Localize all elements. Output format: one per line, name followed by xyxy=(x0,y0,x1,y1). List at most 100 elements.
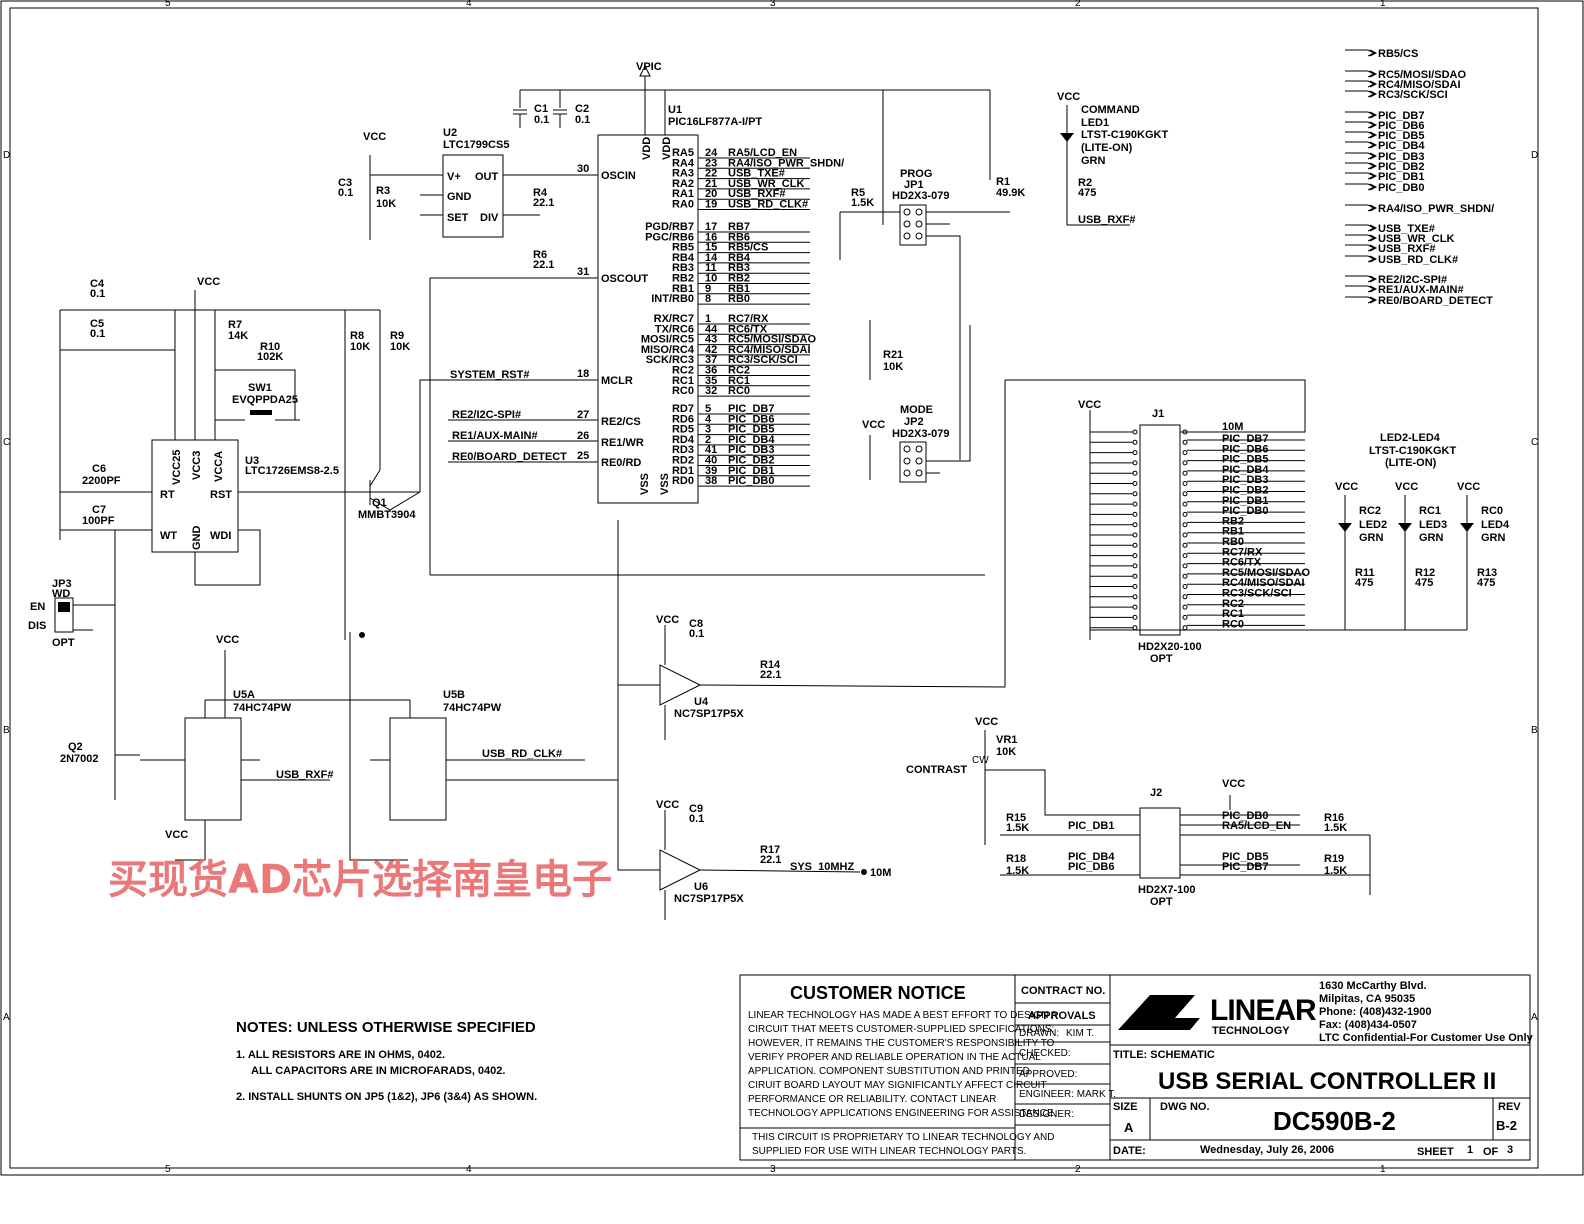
vpic-label: VPIC xyxy=(636,61,662,73)
j2-net-r1: RA5/LCD_EN xyxy=(1222,820,1291,832)
jp1-prog-header: PROG JP1 HD2X3-079 R5 1.5K xyxy=(839,168,1010,460)
u1-pin-left: RE0/RD xyxy=(601,457,641,469)
u1-pin-num: 23 xyxy=(705,157,717,169)
title-text: USB SERIAL CONTROLLER II xyxy=(1158,1068,1496,1095)
u1-net: USB_TXE# xyxy=(728,168,785,180)
u1-pin-right: RA3 xyxy=(672,168,694,180)
left-marker: D xyxy=(3,150,10,161)
dwg-value: DC590B-2 xyxy=(1273,1106,1396,1136)
c4-val: 0.1 xyxy=(90,288,105,300)
u1-pin-num: 38 xyxy=(705,475,717,487)
offpage-arrow-icon xyxy=(1345,141,1378,149)
u1-pin-num: 40 xyxy=(705,455,717,467)
offpage-label: USB_RD_CLK# xyxy=(1378,254,1458,266)
j1-net: PIC_DB2 xyxy=(1222,485,1268,497)
offpage-arrow-icon xyxy=(1345,204,1378,212)
u3-vcc: VCC xyxy=(197,276,220,288)
led-ref: LED4 xyxy=(1481,519,1510,531)
j1-pin-left xyxy=(1132,625,1138,631)
notice-line: TECHNOLOGY APPLICATIONS ENGINEERING FOR … xyxy=(748,1108,1056,1119)
u1-net: PIC_DB5 xyxy=(728,424,774,436)
u1-pin-num: 15 xyxy=(705,242,717,254)
c4-ref: C4 xyxy=(90,278,105,290)
r14-ref: R14 xyxy=(760,659,781,671)
notes-block: NOTES: UNLESS OTHERWISE SPECIFIED 1. ALL… xyxy=(236,1019,537,1103)
led-ref: LED3 xyxy=(1419,519,1447,531)
u3-ref: U3 xyxy=(245,455,259,467)
address-phone: Phone: (408)432-1900 xyxy=(1319,1006,1432,1018)
j1-net: RC1 xyxy=(1222,608,1244,620)
notes-title: NOTES: UNLESS OTHERWISE SPECIFIED xyxy=(236,1019,536,1036)
offpage-arrow-icon xyxy=(1345,172,1378,180)
bottom-marker: 2 xyxy=(1075,1164,1081,1175)
top-marker: 2 xyxy=(1075,0,1081,9)
offpage-label: PIC_DB2 xyxy=(1378,161,1424,173)
proprietary-line2: SUPPLIED FOR USE WITH LINEAR TECHNOLOGY … xyxy=(752,1146,1026,1157)
j1-pin-left xyxy=(1132,532,1138,538)
j1-pin-left xyxy=(1132,604,1138,610)
u1-pin-left: OSCIN xyxy=(601,170,636,182)
j1-net: RB0 xyxy=(1222,536,1244,548)
u1-pin-num: 32 xyxy=(705,385,717,397)
u1-pin-num: 10 xyxy=(705,273,717,285)
u1-ref: U1 xyxy=(668,104,682,116)
j1-pin-right xyxy=(1182,470,1188,476)
notice-line: CIRUIT BOARD LAYOUT MAY SIGNIFICANTLY AF… xyxy=(748,1080,1047,1091)
u1-net: RC5/MOSI/SDAO xyxy=(728,334,816,346)
u5b-flipflop: U5B 74HC74PW USB_RD_CLK# xyxy=(370,689,585,821)
j2-vcc: VCC xyxy=(1222,778,1245,790)
j1-pin-left xyxy=(1132,542,1138,548)
vr1-label: CONTRAST xyxy=(906,764,967,776)
offpage-arrow-icon xyxy=(1345,183,1378,191)
j2-net-r0: PIC_DB0 xyxy=(1222,810,1268,822)
led-resistor-ref: R11 xyxy=(1355,567,1375,579)
u1-net: RC1 xyxy=(728,375,750,387)
dwg-label: DWG NO. xyxy=(1160,1101,1210,1113)
led-resistor-val: 475 xyxy=(1415,577,1433,589)
led-ref: LED2 xyxy=(1359,519,1387,531)
r9-ref: R9 xyxy=(390,330,404,342)
r4-val: 22.1 xyxy=(533,197,554,209)
u1-pin-right: RB1 xyxy=(672,283,694,295)
j1-pin-right xyxy=(1182,450,1188,456)
right-marker: A xyxy=(1531,1012,1538,1023)
left-marker: C xyxy=(3,437,10,448)
led-vcc: VCC xyxy=(1335,481,1358,493)
j1-opt: OPT xyxy=(1150,653,1173,665)
j1-part: HD2X20-100 xyxy=(1138,641,1202,653)
u2-pin-vplus: V+ xyxy=(447,171,461,183)
u3-pin-vcc25: VCC25 xyxy=(171,450,183,485)
vr1-ref: VR1 xyxy=(996,734,1017,746)
u1-net: RC7/RX xyxy=(728,313,769,325)
u1-net: RC4/MISO/SDAI xyxy=(728,344,811,356)
led-vcc: VCC xyxy=(1395,481,1418,493)
u1-pin-right: RC2 xyxy=(672,365,694,377)
j1-pin-left xyxy=(1132,594,1138,600)
r5-val: 1.5K xyxy=(851,197,874,209)
drawing-border xyxy=(0,0,1584,1176)
u1-pin-right: RD5 xyxy=(672,424,694,436)
j1-pin-left xyxy=(1132,573,1138,579)
u2-oscillator: U2 LTC1799CS5 V+ GND SET OUT DIV VCC C3 … xyxy=(338,127,985,576)
u1-pin-num: 44 xyxy=(705,323,718,335)
u1-pin-num: 35 xyxy=(705,375,717,387)
u1-pin-right: RC0 xyxy=(672,385,694,397)
j1-pin-right xyxy=(1182,604,1188,610)
offpage-arrow-icon xyxy=(1345,80,1378,88)
size-value: A xyxy=(1124,1120,1134,1135)
j1-net: RC2 xyxy=(1222,598,1244,610)
u1-pin-right: TX/RC6 xyxy=(655,323,694,335)
sw1-ref: SW1 xyxy=(248,382,272,394)
j1-pin-left xyxy=(1132,460,1138,466)
junction-dot xyxy=(359,632,365,638)
u1-pin-num: 36 xyxy=(705,365,717,377)
u1-net: PIC_DB6 xyxy=(728,413,774,425)
linear-logo-icon xyxy=(1118,995,1200,1030)
u1-net: PIC_DB1 xyxy=(728,465,774,477)
offpage-arrow-icon xyxy=(1345,70,1378,78)
u4-buffer: U4 NC7SP17P5X VCC C8 0.1 R14 22.1 xyxy=(617,520,1006,870)
u2-pin-gnd: GND xyxy=(447,191,472,203)
c3-val: 0.1 xyxy=(338,187,353,199)
j1-pin-right xyxy=(1182,573,1188,579)
